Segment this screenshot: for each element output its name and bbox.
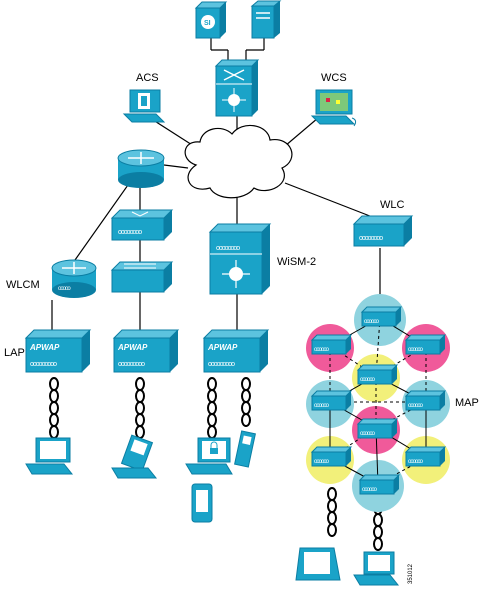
laptop-icon — [25, 437, 74, 475]
svg-text:oooooooo: oooooooo — [216, 245, 240, 252]
wism-label: WiSM-2 — [277, 256, 316, 268]
svg-text:oooooo: oooooo — [360, 377, 376, 383]
lap-3-face: APWAP — [207, 343, 238, 352]
svg-text:oooooo: oooooo — [408, 459, 424, 465]
figure-id: 351012 — [408, 563, 414, 584]
wcs-workstation-icon — [310, 89, 357, 127]
lap-ap-2-icon: APWAP ooooooooo — [112, 329, 180, 373]
map-ap-icon: oooooo oooooo oooooo oooooo oooooo ooooo… — [310, 306, 447, 495]
wireless-phone-icon — [234, 430, 256, 468]
router-icon — [117, 149, 165, 188]
svg-text:SI: SI — [204, 20, 211, 27]
svg-text:oooooo: oooooo — [362, 487, 378, 493]
svg-text:oooooo: oooooo — [364, 319, 380, 325]
svg-text:oooooooo: oooooooo — [359, 235, 383, 242]
access-switch-icon: oooooooo — [110, 209, 174, 241]
lap-ap-3-icon: APWAP ooooooooo — [202, 329, 270, 373]
wlc-label: WLC — [380, 199, 405, 211]
network-cloud-icon — [184, 124, 293, 199]
acs-workstation-icon — [122, 89, 166, 123]
svg-text:ooooooooo: ooooooooo — [118, 361, 145, 368]
svg-text:oooooo: oooooo — [314, 347, 330, 353]
lap-1-face: APWAP — [29, 343, 60, 352]
handheld-scanner-icon — [191, 483, 213, 523]
lap-ap-1-icon: APWAP ooooooooo — [24, 329, 92, 373]
wlcm-label: WLCM — [6, 279, 40, 291]
svg-text:ooooooooo: ooooooooo — [30, 361, 57, 368]
svg-text:oooooooo: oooooooo — [118, 229, 142, 236]
svg-text:oooooo: oooooo — [408, 403, 424, 409]
svg-text:oooooo: oooooo — [314, 459, 330, 465]
secure-laptop-icon — [185, 437, 233, 475]
svg-text:ooooo: ooooo — [58, 286, 71, 292]
svg-text:oooooo: oooooo — [408, 347, 424, 353]
wism-controller-icon: oooooooo — [208, 223, 272, 295]
lap-label: LAP — [4, 347, 25, 359]
distribution-switch-icon — [110, 261, 174, 293]
wlc-controller-icon: oooooooo — [352, 215, 414, 247]
acs-label: ACS — [136, 72, 159, 84]
wcs-label: WCS — [321, 72, 347, 84]
svg-text:ooooooooo: ooooooooo — [208, 361, 235, 368]
lap-2-face: APWAP — [117, 343, 148, 352]
svg-text:oooooo: oooooo — [360, 431, 376, 437]
wlcm-router-icon: ooooo — [51, 259, 97, 298]
server-icon — [250, 0, 282, 39]
pda-icon — [111, 434, 158, 479]
svg-text:oooooo: oooooo — [314, 403, 330, 409]
mesh-laptop-icon — [353, 551, 400, 586]
map-label: MAP — [455, 397, 479, 409]
server-si-icon: SI — [194, 1, 228, 39]
core-switch-icon — [214, 59, 260, 117]
tablet-icon — [295, 547, 341, 581]
links — [51, 26, 381, 334]
wireless-links — [49, 377, 383, 551]
